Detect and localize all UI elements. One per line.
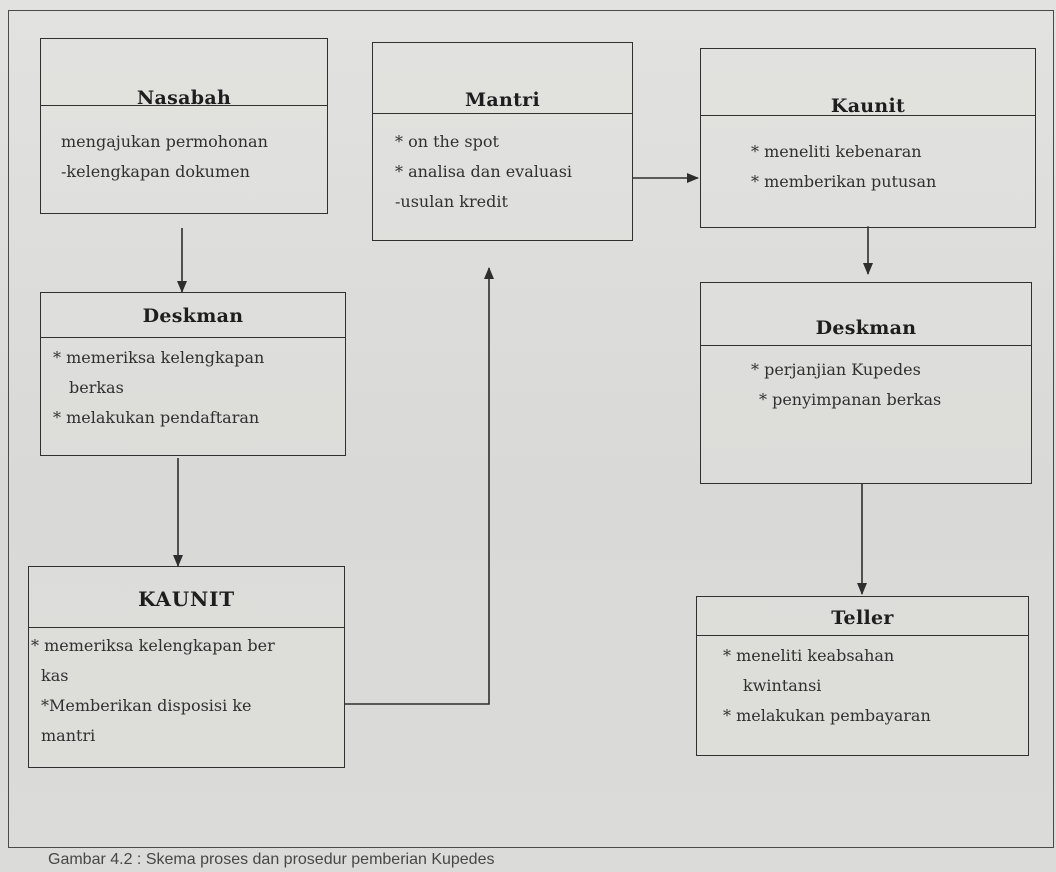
box-line: * memeriksa kelengkapan <box>53 348 265 367</box>
box-line: * meneliti kebenaran <box>751 142 922 161</box>
box-divider <box>373 113 632 114</box>
box-line: * on the spot <box>395 132 499 151</box>
box-line: * melakukan pendaftaran <box>53 408 260 427</box>
box-divider <box>29 627 344 628</box>
box-line: *Memberikan disposisi ke <box>41 696 252 715</box>
box-title: Teller <box>831 607 894 629</box>
box-divider <box>41 105 327 106</box>
box-body: * meneliti keabsahan kwintansi * melakuk… <box>697 641 1028 731</box>
figure-caption: Gambar 4.2 : Skema proses dan prosedur p… <box>48 851 495 868</box>
box-divider <box>697 635 1028 636</box>
box-body: * perjanjian Kupedes * penyimpanan berka… <box>701 355 1031 415</box>
box-line: mantri <box>41 726 96 745</box>
box-deskman-right: Deskman * perjanjian Kupedes * penyimpan… <box>700 282 1032 484</box>
box-body: * on the spot * analisa dan evaluasi -us… <box>373 127 632 217</box>
box-kaunit-top: Kaunit * meneliti kebenaran * memberikan… <box>700 48 1036 228</box>
box-line: * analisa dan evaluasi <box>395 162 573 181</box>
box-divider <box>701 115 1035 116</box>
box-line: * memeriksa kelengkapan ber <box>31 636 275 655</box>
box-teller: Teller * meneliti keabsahan kwintansi * … <box>696 596 1029 756</box>
box-line: * memberikan putusan <box>751 172 937 191</box>
box-line: berkas <box>69 378 124 397</box>
box-mantri: Mantri * on the spot * analisa dan evalu… <box>372 42 633 241</box>
box-line: * melakukan pembayaran <box>723 706 931 725</box>
box-title: Deskman <box>142 305 244 327</box>
diagram-frame <box>8 10 1054 848</box>
box-title: KAUNIT <box>138 587 235 611</box>
box-line: * meneliti keabsahan <box>723 646 895 665</box>
box-title: Mantri <box>465 89 540 111</box>
box-line: * perjanjian Kupedes <box>751 360 921 379</box>
box-body: * memeriksa kelengkapan ber kas *Memberi… <box>29 631 344 751</box>
box-title: Deskman <box>815 317 917 339</box>
box-line: mengajukan permohonan <box>61 132 268 151</box>
box-deskman-left: Deskman * memeriksa kelengkapan berkas *… <box>40 292 346 456</box>
arrow-kaunit-to-mantri <box>345 267 494 705</box>
box-nasabah: Nasabah mengajukan permohonan -kelengkap… <box>40 38 328 214</box>
box-body: * meneliti kebenaran * memberikan putusa… <box>701 137 1035 197</box>
box-line: -kelengkapan dokumen <box>61 162 250 181</box>
box-divider <box>41 337 345 338</box>
box-line: * penyimpanan berkas <box>759 390 942 409</box>
box-kaunit-bottom: KAUNIT * memeriksa kelengkapan ber kas *… <box>28 566 345 768</box>
box-title: Kaunit <box>830 95 906 117</box>
box-line: -usulan kredit <box>395 192 508 211</box>
box-body: * memeriksa kelengkapan berkas * melakuk… <box>41 343 345 433</box>
box-divider <box>701 345 1031 346</box>
box-line: kwintansi <box>743 676 822 695</box>
box-line: kas <box>41 666 69 685</box>
box-title: Nasabah <box>136 87 232 109</box>
box-body: mengajukan permohonan -kelengkapan dokum… <box>41 127 327 187</box>
